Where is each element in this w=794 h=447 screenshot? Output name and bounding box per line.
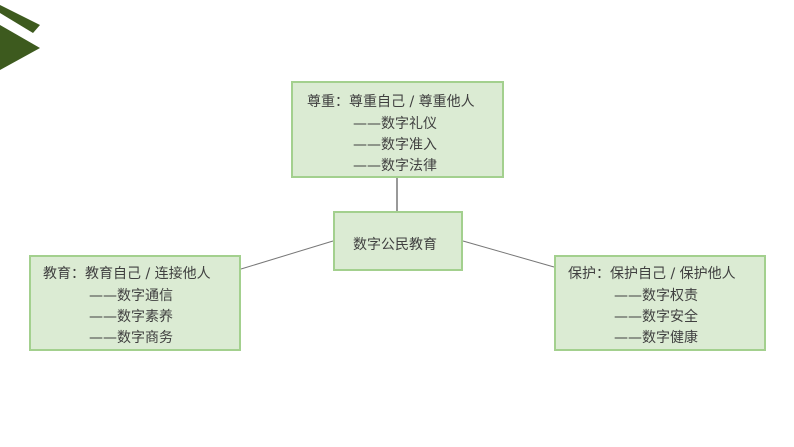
- node-item: ——数字准入: [353, 137, 437, 153]
- node-item: ——数字通信: [89, 288, 173, 304]
- center-node: 数字公民教育: [333, 211, 463, 271]
- node-title: 尊重：尊重自己 / 尊重他人: [307, 94, 475, 110]
- node-item: ——数字素养: [89, 309, 173, 325]
- node-item: ——数字健康: [614, 330, 698, 346]
- logo-icon: [0, 5, 40, 70]
- node-item: ——数字法律: [353, 158, 437, 174]
- center-label: 数字公民教育: [353, 237, 437, 253]
- node-title: 教育：教育自己 / 连接他人: [43, 266, 211, 282]
- node-item: ——数字安全: [614, 309, 698, 325]
- left-node: 教育：教育自己 / 连接他人 ——数字通信 ——数字素养 ——数字商务: [29, 255, 241, 351]
- node-title: 保护：保护自己 / 保护他人: [568, 266, 736, 282]
- node-item: ——数字商务: [89, 330, 173, 346]
- right-node: 保护：保护自己 / 保护他人 ——数字权责 ——数字安全 ——数字健康: [554, 255, 766, 351]
- node-item: ——数字礼仪: [353, 116, 437, 132]
- node-item: ——数字权责: [614, 288, 698, 304]
- top-node: 尊重：尊重自己 / 尊重他人 ——数字礼仪 ——数字准入 ——数字法律: [291, 81, 504, 178]
